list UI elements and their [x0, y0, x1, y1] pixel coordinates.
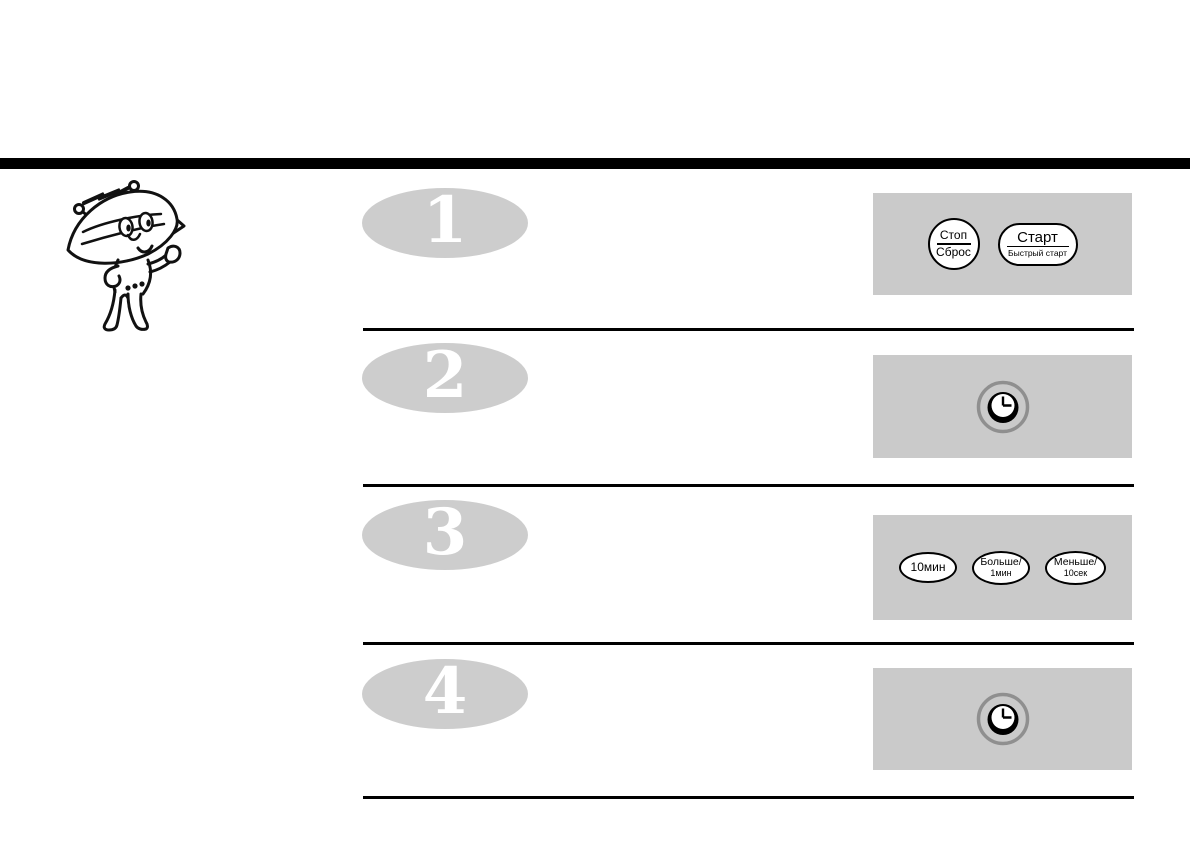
section-divider [363, 484, 1134, 487]
step-4-number: 4 [422, 654, 468, 729]
ten-min-button: 10мин [899, 552, 957, 583]
step-3-number-oval: 3 [362, 495, 528, 570]
less-ten-sec-button: Меньше/ 10сек [1045, 550, 1106, 585]
step-3-panel: 10мин Больше/ 1мин Меньше/ 10сек [873, 515, 1132, 620]
one-min-label: 1мин [990, 568, 1012, 578]
clock-icon [976, 692, 1029, 746]
step-2-panel [873, 355, 1132, 458]
mascot-body [102, 244, 182, 332]
step-1-panel: Стоп Сброс Старт Быстрый старт [873, 193, 1132, 295]
section-divider [363, 796, 1134, 799]
section-divider [363, 328, 1134, 331]
stop-label: Стоп [939, 228, 968, 243]
step-3-number: 3 [422, 495, 468, 570]
clock-icon [976, 380, 1029, 433]
step-4-panel [873, 668, 1132, 770]
step-4-number-oval: 4 [362, 654, 528, 729]
stop-clear-button: Стоп Сброс [927, 218, 980, 270]
start-quickstart-button: Старт Быстрый старт [997, 222, 1078, 266]
section-divider [363, 642, 1134, 645]
step-1-number-oval: 1 [362, 183, 528, 258]
ten-min-label: 10мин [910, 560, 946, 574]
step-2-number-oval: 2 [362, 338, 528, 413]
top-divider-bar [0, 158, 1190, 169]
step-2-number: 2 [422, 338, 468, 413]
more-label: Больше/ [980, 556, 1022, 568]
more-one-min-button: Больше/ 1мин [972, 550, 1030, 585]
button-divider-line [936, 243, 971, 245]
robot-mascot-icon [66, 180, 186, 332]
ten-sec-label: 10сек [1063, 568, 1088, 578]
button-divider-line [1006, 245, 1069, 248]
clear-label: Сброс [936, 244, 971, 259]
quickstart-label: Быстрый старт [1008, 248, 1067, 259]
step-1-number: 1 [422, 183, 468, 258]
start-label: Старт [1017, 228, 1058, 246]
less-label: Меньше/ [1053, 556, 1098, 568]
